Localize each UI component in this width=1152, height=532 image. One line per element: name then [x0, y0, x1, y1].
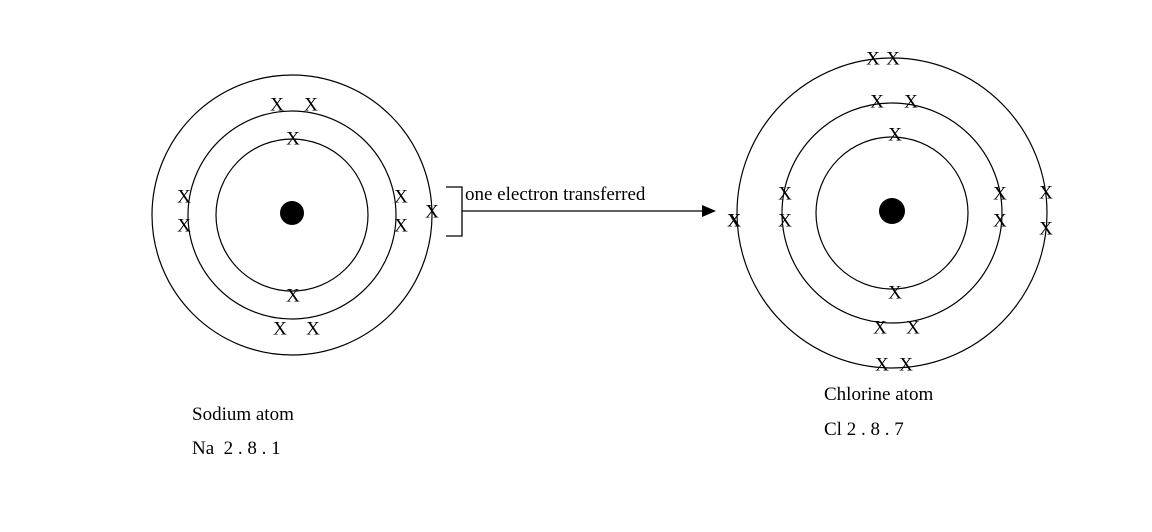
sodium-config: Na 2 . 8 . 1: [192, 438, 281, 459]
chlorine-nucleus: [879, 198, 905, 224]
sodium-electron: X: [286, 286, 300, 307]
chlorine-electron: X: [875, 355, 889, 376]
arrow-head: [702, 205, 716, 217]
sodium-electron: X: [394, 187, 408, 208]
chlorine-electron: X: [906, 318, 920, 339]
transfer-arrow: one electron transferred: [446, 184, 716, 237]
sodium-electron: X: [177, 187, 191, 208]
chlorine-label: Chlorine atom: [824, 384, 933, 405]
chlorine-electron: X: [888, 125, 902, 146]
chlorine-electron: X: [873, 318, 887, 339]
chlorine-electron: X: [727, 211, 741, 232]
chlorine-electron: X: [1039, 183, 1053, 204]
sodium-shell-1: [215, 138, 369, 292]
sodium-electron: X: [273, 319, 287, 340]
sodium-electron: X: [425, 202, 439, 223]
sodium-electron: X: [306, 319, 320, 340]
transfer-label: one electron transferred: [465, 184, 646, 205]
chlorine-electron: X: [870, 92, 884, 113]
transfer-bracket: [446, 186, 463, 237]
chlorine-electron: X: [904, 92, 918, 113]
chlorine-electron: X: [886, 49, 900, 70]
chlorine-shell-1: [815, 136, 969, 290]
sodium-electron: X: [177, 216, 191, 237]
chlorine-config: Cl 2 . 8 . 7: [824, 419, 904, 440]
chlorine-electron: X: [778, 211, 792, 232]
sodium-electron: X: [394, 216, 408, 237]
chlorine-electron: X: [1039, 219, 1053, 240]
sodium-shell-2: [187, 110, 397, 320]
sodium-electron: X: [286, 129, 300, 150]
chlorine-electron: X: [866, 49, 880, 70]
chlorine-shell-2: [781, 102, 1003, 324]
sodium-electron: X: [304, 95, 318, 116]
sodium-electron: X: [270, 95, 284, 116]
chlorine-shell-3: [736, 57, 1048, 369]
chlorine-electron: X: [899, 355, 913, 376]
sodium-shell-3: [151, 74, 433, 356]
chlorine-electron: X: [778, 184, 792, 205]
chlorine-electron: X: [993, 211, 1007, 232]
chlorine-electron: X: [993, 184, 1007, 205]
sodium-nucleus: [280, 201, 304, 225]
chlorine-electron: X: [888, 283, 902, 304]
sodium-label: Sodium atom: [192, 404, 294, 425]
